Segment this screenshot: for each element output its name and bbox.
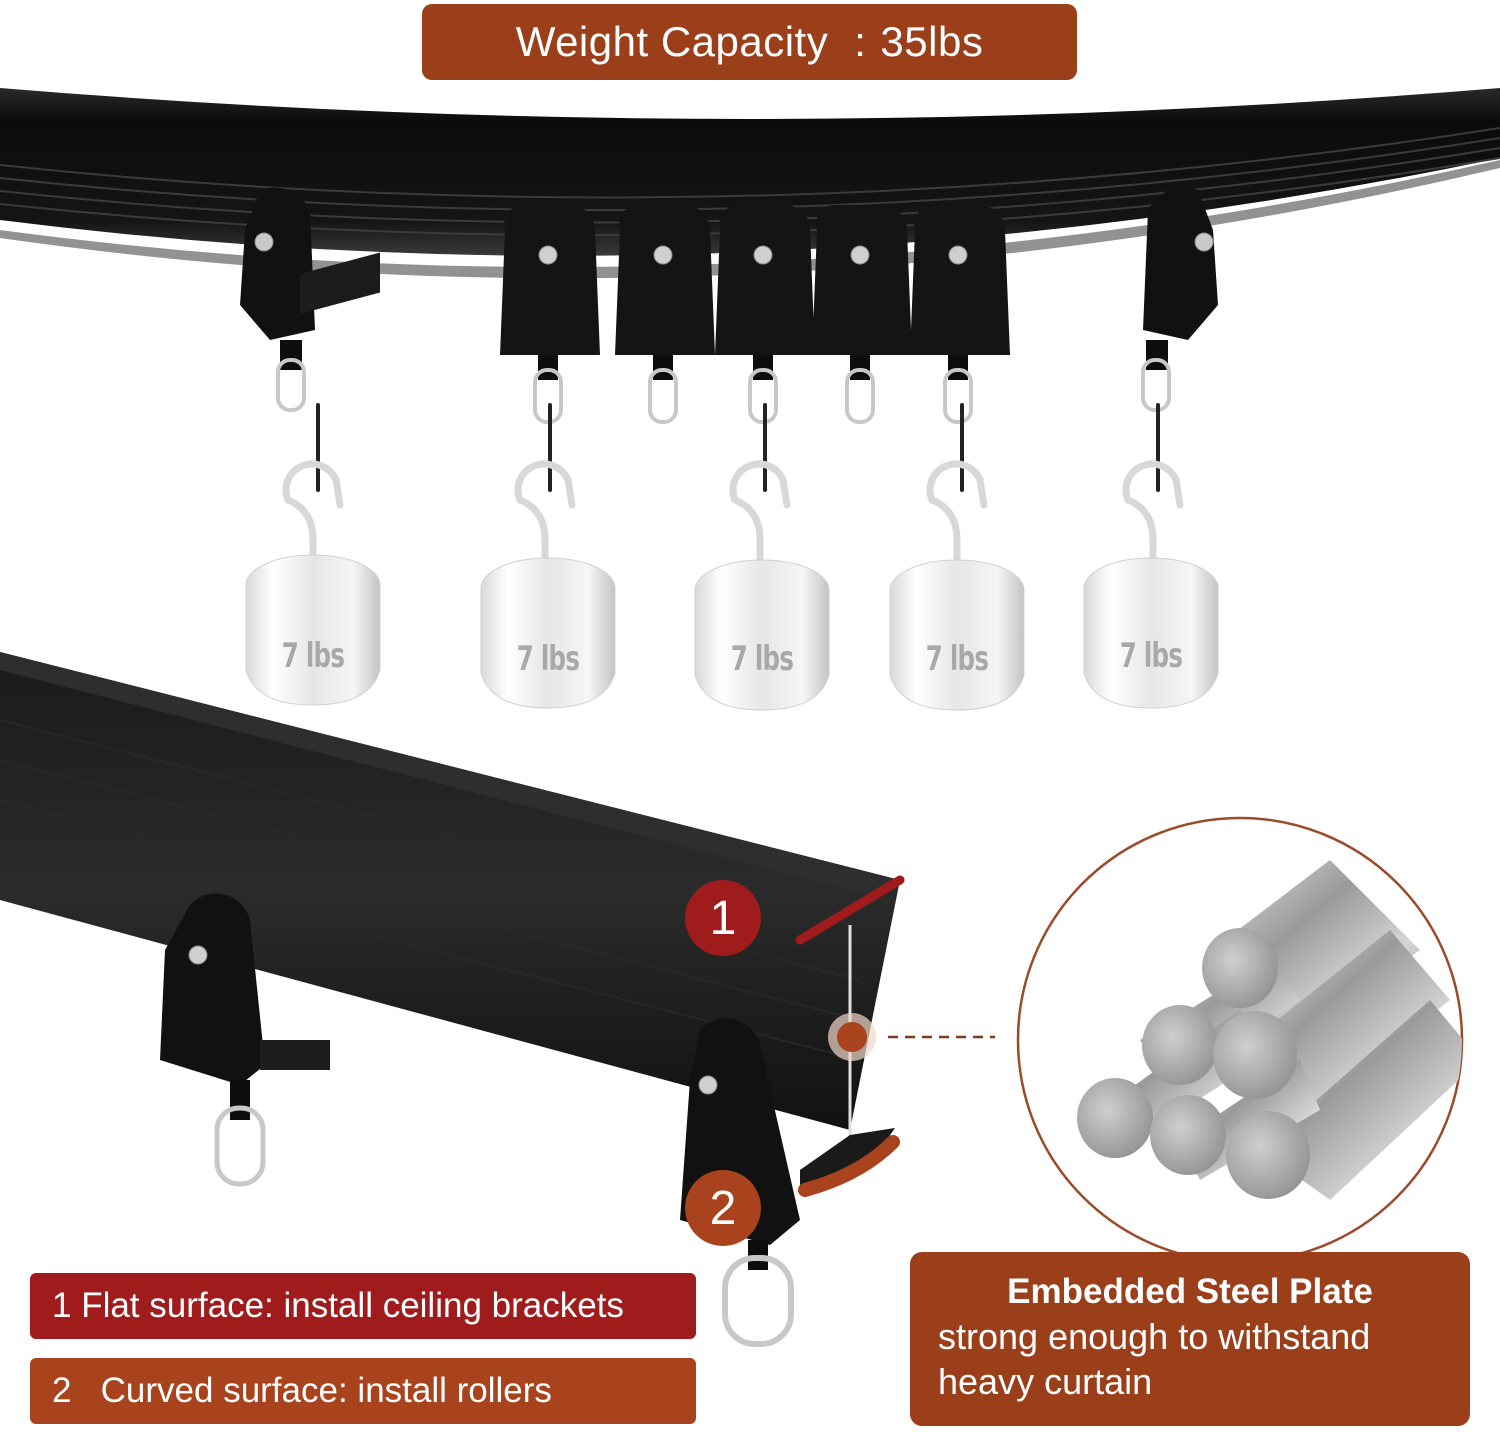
weight-label: 7 lbs — [925, 639, 989, 679]
steel-plate-desc-line1: strong enough to withstand — [938, 1316, 1371, 1357]
s-hook-icon — [282, 403, 1184, 604]
weight-label: 7 lbs — [516, 639, 580, 679]
weight-label: 7 lbs — [281, 636, 345, 676]
straight-track-section — [0, 652, 995, 1347]
steel-plate-desc-line2: heavy curtain — [938, 1361, 1153, 1402]
steel-rod-bundle-icon — [1016, 816, 1464, 1264]
marker-flat-surface: 1 — [685, 880, 761, 956]
weight-capacity-banner: Weight Capacity : 35lbs — [422, 4, 1077, 80]
weight-label: 7 lbs — [1119, 636, 1183, 676]
weight-cylinders — [245, 554, 1219, 711]
weight-label: 7 lbs — [730, 639, 794, 679]
steel-plate-title: Embedded Steel Plate — [1007, 1272, 1373, 1311]
weight-capacity-separator: : — [854, 18, 867, 65]
steel-plate-callout: Embedded Steel Plate strong enough to wi… — [910, 1252, 1470, 1426]
weight-capacity-value: 35lbs — [880, 18, 984, 65]
roller-glider-icon — [240, 187, 1218, 424]
marker-curved-surface: 2 — [685, 1170, 761, 1246]
weight-capacity-label: Weight Capacity — [515, 18, 829, 65]
note-curved-surface: 2 Curved surface: install rollers — [30, 1358, 696, 1424]
note-flat-surface: 1 Flat surface: install ceiling brackets — [30, 1273, 696, 1339]
